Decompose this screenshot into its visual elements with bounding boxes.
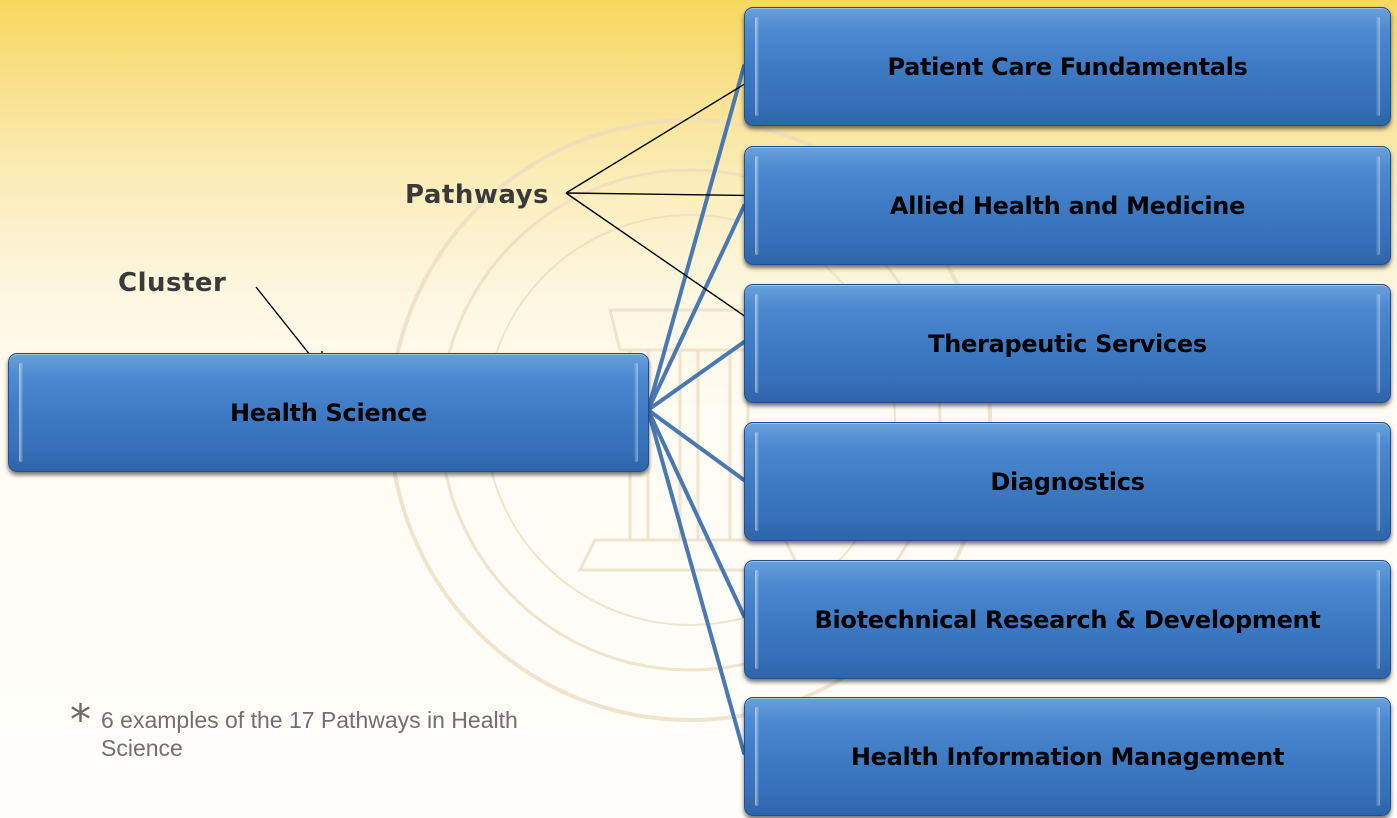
pathway-box-biotechnical: Biotechnical Research & Development [744,560,1391,679]
footnote-text: 6 examples of the 17 Pathways in Health … [101,707,518,761]
pathway-box-patient-care: Patient Care Fundamentals [744,7,1391,126]
cluster-box: Health Science [8,353,649,472]
cluster-label: Cluster [118,268,227,298]
pathways-label: Pathways [405,180,550,210]
pathway-box-therapeutic: Therapeutic Services [744,284,1391,403]
connector-therapeutic [646,340,746,412]
pathway-label: Biotechnical Research & Development [814,605,1321,634]
asterisk-bullet-icon: * [70,695,91,744]
pathway-label: Allied Health and Medicine [889,191,1246,220]
connector-patient-care [646,64,746,412]
pathway-label: Patient Care Fundamentals [887,52,1248,81]
footnote: * 6 examples of the 17 Pathways in Healt… [70,694,561,762]
pathway-box-health-info: Health Information Management [744,697,1391,816]
connector-diagnostics [646,408,746,482]
pathway-box-diagnostics: Diagnostics [744,422,1391,541]
pathway-label: Therapeutic Services [928,329,1207,358]
pathway-label: Health Information Management [850,742,1285,771]
connector-biotechnical [646,408,746,618]
pathway-label: Diagnostics [990,467,1145,496]
connector-allied-health [646,204,746,412]
pathway-box-allied-health: Allied Health and Medicine [744,146,1391,265]
connector-health-info [646,408,746,755]
cluster-box-label: Health Science [229,398,428,427]
